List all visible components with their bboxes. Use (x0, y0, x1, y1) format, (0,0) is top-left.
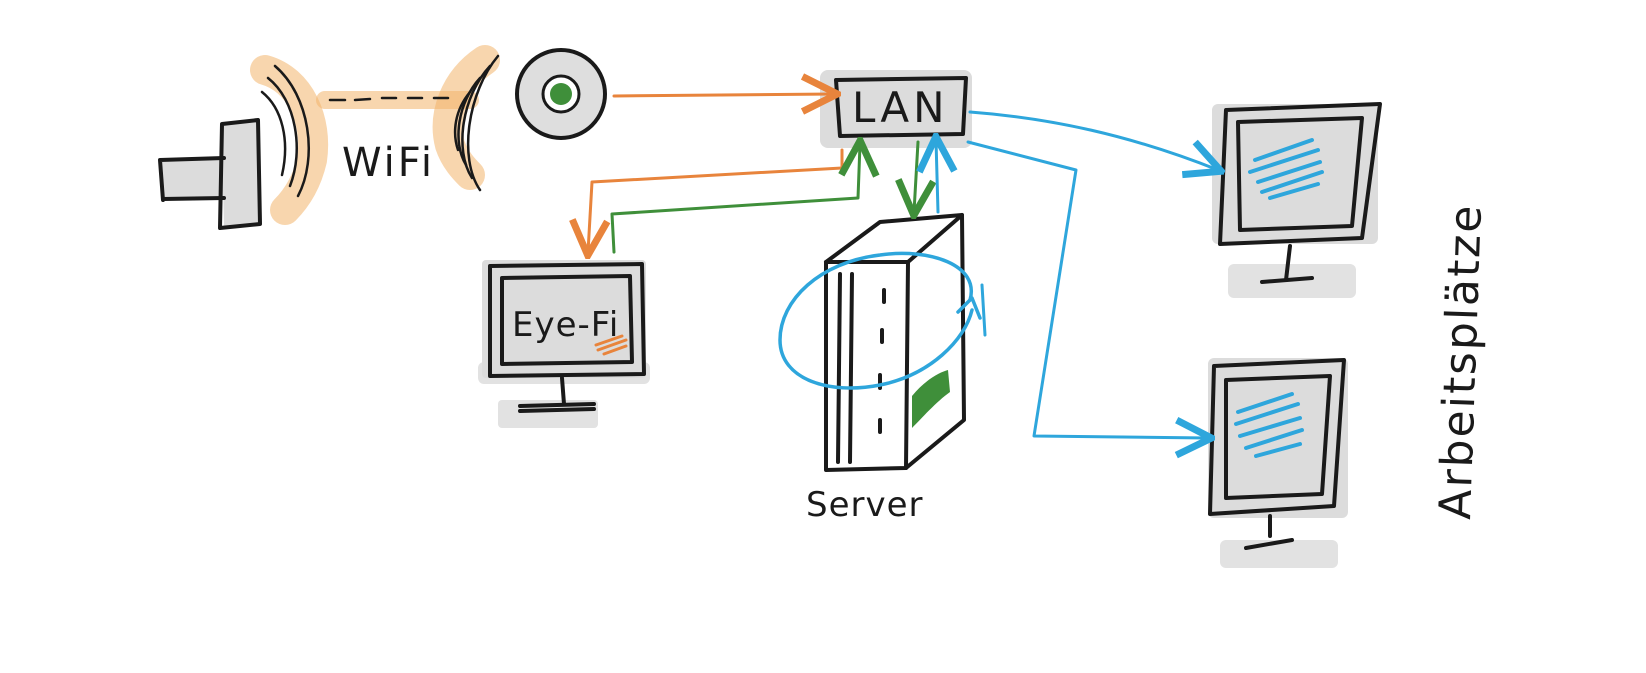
workstations-label: Arbeitsplätze (1430, 203, 1492, 521)
wifi-signal-icon (250, 45, 500, 225)
server-label: Server (806, 485, 924, 525)
wifi-receiver-icon (515, 48, 607, 140)
monitor-icon (1208, 358, 1348, 568)
arrow-icon (610, 144, 860, 254)
monitor-icon (478, 260, 650, 428)
arrow-icon (612, 94, 834, 96)
switch-icon (820, 70, 972, 148)
monitor-icon (1212, 102, 1382, 298)
arrow-icon (966, 140, 1208, 438)
sync-loop-icon (778, 251, 987, 390)
wifi-glow-right (432, 45, 500, 190)
wifi-glow-left (250, 55, 329, 225)
lan-label: LAN (852, 83, 949, 132)
camera-icon (158, 118, 262, 230)
connections (588, 94, 1218, 438)
arrow-icon (936, 140, 938, 214)
arrow-icon (968, 110, 1218, 170)
wifi-label: WiFi (342, 140, 435, 186)
arrow-icon (914, 140, 918, 212)
eyefi-label: Eye-Fi (512, 305, 619, 345)
